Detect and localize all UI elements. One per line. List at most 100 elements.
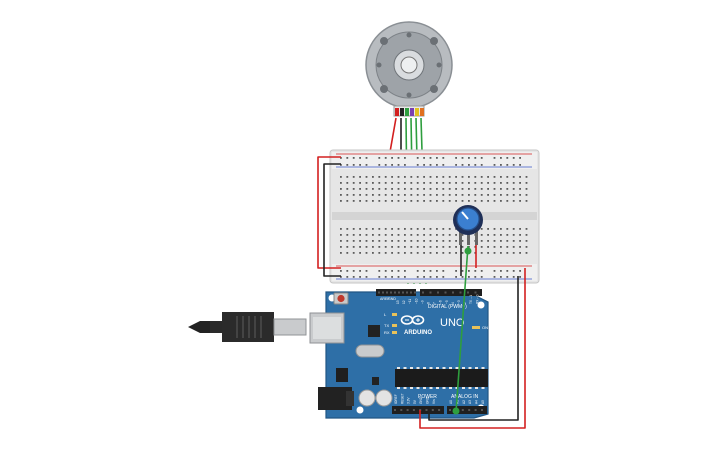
breadboard-rail-hole <box>404 164 406 166</box>
header-socket[interactable] <box>449 409 451 411</box>
breadboard-hole <box>410 240 413 242</box>
breadboard-rail-hole <box>340 270 342 272</box>
breadboard-hole <box>378 194 381 196</box>
breadboard-hole <box>352 200 355 202</box>
header-socket[interactable] <box>459 291 462 294</box>
header-socket[interactable] <box>431 409 434 411</box>
header-socket[interactable] <box>406 409 409 411</box>
header-socket[interactable] <box>410 291 412 294</box>
breadboard-hole <box>346 200 349 202</box>
breadboard-hole <box>378 228 381 230</box>
pin-label: Vin <box>432 399 436 404</box>
chip-pin <box>442 367 446 369</box>
header-socket[interactable] <box>414 291 416 294</box>
header-socket[interactable] <box>474 409 477 411</box>
breadboard-rail-hole <box>423 157 425 159</box>
pin-label: 7 <box>433 302 437 304</box>
header-socket[interactable] <box>461 409 464 411</box>
header-socket[interactable] <box>467 291 469 294</box>
header-socket[interactable] <box>422 291 424 294</box>
header-socket[interactable] <box>394 291 396 294</box>
header-socket[interactable] <box>382 291 384 294</box>
header-socket[interactable] <box>429 291 432 294</box>
breadboard-hole <box>512 182 515 184</box>
breadboard-rail-hole <box>404 157 406 159</box>
breadboard-hole <box>519 234 521 236</box>
header-socket[interactable] <box>468 409 471 411</box>
breadboard-hole <box>448 234 451 236</box>
breadboard-hole <box>506 188 509 190</box>
header-socket[interactable] <box>474 291 477 294</box>
breadboard-hole <box>359 200 361 202</box>
breadboard[interactable] <box>329 149 540 284</box>
breadboard-hole <box>429 182 432 184</box>
breadboard-hole <box>378 188 381 190</box>
header-socket[interactable] <box>425 409 428 411</box>
header-socket[interactable] <box>406 291 408 294</box>
potentiometer[interactable] <box>453 205 483 245</box>
header-socket[interactable] <box>481 409 483 411</box>
voltage-regulator <box>336 368 348 382</box>
header-socket[interactable] <box>398 291 400 294</box>
breadboard-hole <box>455 252 457 254</box>
breadboard-hole <box>506 228 509 230</box>
breadboard-rail-hole <box>442 164 445 166</box>
breadboard-hole <box>436 228 438 230</box>
breadboard-hole <box>359 240 361 242</box>
breadboard-bottom-rail <box>332 264 537 281</box>
breadboard-rail-hole <box>352 270 355 272</box>
breadboard-hole <box>410 182 413 184</box>
header-socket[interactable] <box>444 291 447 294</box>
pin-label: ~9 <box>420 300 424 304</box>
breadboard-hole <box>455 246 457 248</box>
header-socket[interactable] <box>437 291 439 294</box>
header-socket[interactable] <box>390 291 392 294</box>
breadboard-hole <box>468 182 470 184</box>
header-socket[interactable] <box>452 291 454 294</box>
usb-cable-icon[interactable] <box>188 312 307 342</box>
breadboard-hole <box>461 240 464 242</box>
header-socket[interactable] <box>412 409 415 411</box>
chip-pin <box>462 387 465 389</box>
breadboard-rail-hole <box>429 276 432 278</box>
breadboard-hole <box>410 194 413 196</box>
breadboard-rail-hole <box>455 164 457 166</box>
breadboard-hole <box>365 188 368 190</box>
breadboard-hole <box>461 252 464 254</box>
breadboard-rail-hole <box>378 270 381 272</box>
reset-button-icon[interactable] <box>337 294 345 303</box>
header-socket[interactable] <box>394 409 396 411</box>
breadboard-hole <box>468 246 470 248</box>
breadboard-rail-hole <box>461 157 464 159</box>
encoder-motor[interactable] <box>365 21 453 117</box>
pin-label: 5V <box>413 399 417 404</box>
breadboard-hole <box>442 240 445 242</box>
header-socket[interactable] <box>400 409 403 411</box>
chip-pin <box>475 367 478 369</box>
header-socket[interactable] <box>378 291 380 294</box>
breadboard-rail-hole <box>384 270 387 272</box>
breadboard-hole <box>474 188 477 190</box>
breadboard-rail-hole <box>359 276 361 278</box>
breadboard-hole <box>474 176 477 178</box>
chip-pin <box>423 367 426 369</box>
header-socket[interactable] <box>402 291 404 294</box>
header-socket[interactable] <box>438 409 441 411</box>
breadboard-rail-hole <box>378 164 381 166</box>
breadboard-rail-hole <box>397 157 400 159</box>
header-socket[interactable] <box>386 291 388 294</box>
chip-pin <box>475 387 478 389</box>
breadboard-rail-hole <box>506 270 509 272</box>
dc-power-jack[interactable] <box>318 387 352 410</box>
breadboard-hole <box>448 252 451 254</box>
chip-pin <box>468 387 472 389</box>
breadboard-hole <box>519 246 521 248</box>
breadboard-hole <box>404 200 406 202</box>
breadboard-rail-hole <box>359 164 361 166</box>
breadboard-hole <box>346 240 349 242</box>
breadboard-hole <box>378 182 381 184</box>
breadboard-rail-hole <box>519 164 521 166</box>
